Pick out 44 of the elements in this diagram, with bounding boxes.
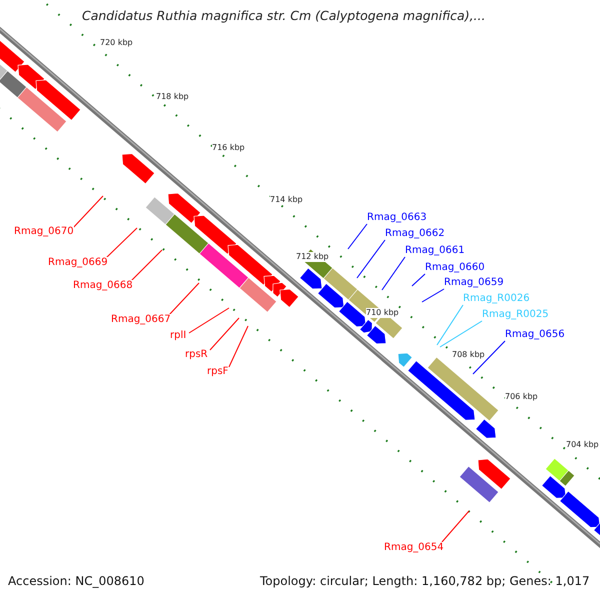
gene-label: Rmag_0661 (405, 245, 465, 257)
gene-label: Rmag_0660 (425, 262, 485, 274)
scale-tick-label: 704 kbp (566, 440, 599, 450)
leader-line (442, 510, 470, 542)
leader-line (130, 250, 162, 282)
gene-label: Rmag_0654 (384, 542, 444, 554)
gene-label: Rmag_0656 (505, 329, 565, 341)
gene-label: rplI (170, 330, 186, 342)
leader-line (106, 228, 138, 258)
leader-line (382, 256, 406, 290)
leader-line (422, 288, 444, 302)
scale-tick-label: 708 kbp (452, 350, 485, 360)
gene-label: Rmag_0669 (48, 257, 108, 269)
gene-label: Rmag_0662 (385, 228, 445, 240)
scale-tick-label: 718 kbp (156, 92, 189, 102)
leader-line (348, 224, 368, 250)
gene-label: Rmag_0668 (73, 280, 133, 292)
leader-line (168, 282, 200, 316)
leader-line (436, 304, 464, 346)
gene-label: Rmag_0667 (111, 314, 171, 326)
scale-tick-label: 714 kbp (270, 195, 303, 205)
gene-label: Rmag_R0025 (482, 309, 549, 321)
footer-text: Accession: NC_008610 (8, 574, 144, 588)
leader-line (188, 308, 230, 334)
leader-line (440, 320, 482, 348)
scale-tick-label: 712 kbp (296, 252, 329, 262)
gene-label: rpsR (185, 349, 208, 361)
leader-line (210, 318, 240, 350)
scale-tick-label: 706 kbp (505, 392, 538, 402)
gene-label: rpsF (207, 366, 228, 378)
gene-label: Rmag_0670 (14, 226, 74, 238)
leader-line (412, 274, 426, 286)
map-title: Candidatus Ruthia magnifica str. Cm (Calyptogena magnifica),... (82, 8, 486, 23)
footer-text: Topology: circular; Length: 1,160,782 bp; Genes: 1,017 (260, 574, 590, 588)
gene-label: Rmag_0659 (444, 277, 504, 289)
gene-label: Rmag_R0026 (463, 293, 530, 305)
leader-line (72, 196, 104, 230)
scale-tick-label: 710 kbp (366, 308, 399, 318)
leader-line (228, 326, 248, 368)
scale-tick-label: 716 kbp (212, 143, 245, 153)
leader-line (356, 240, 386, 278)
leader-line (472, 340, 506, 374)
gene-label: Rmag_0663 (367, 212, 427, 224)
scale-tick-label: 720 kbp (100, 38, 133, 48)
